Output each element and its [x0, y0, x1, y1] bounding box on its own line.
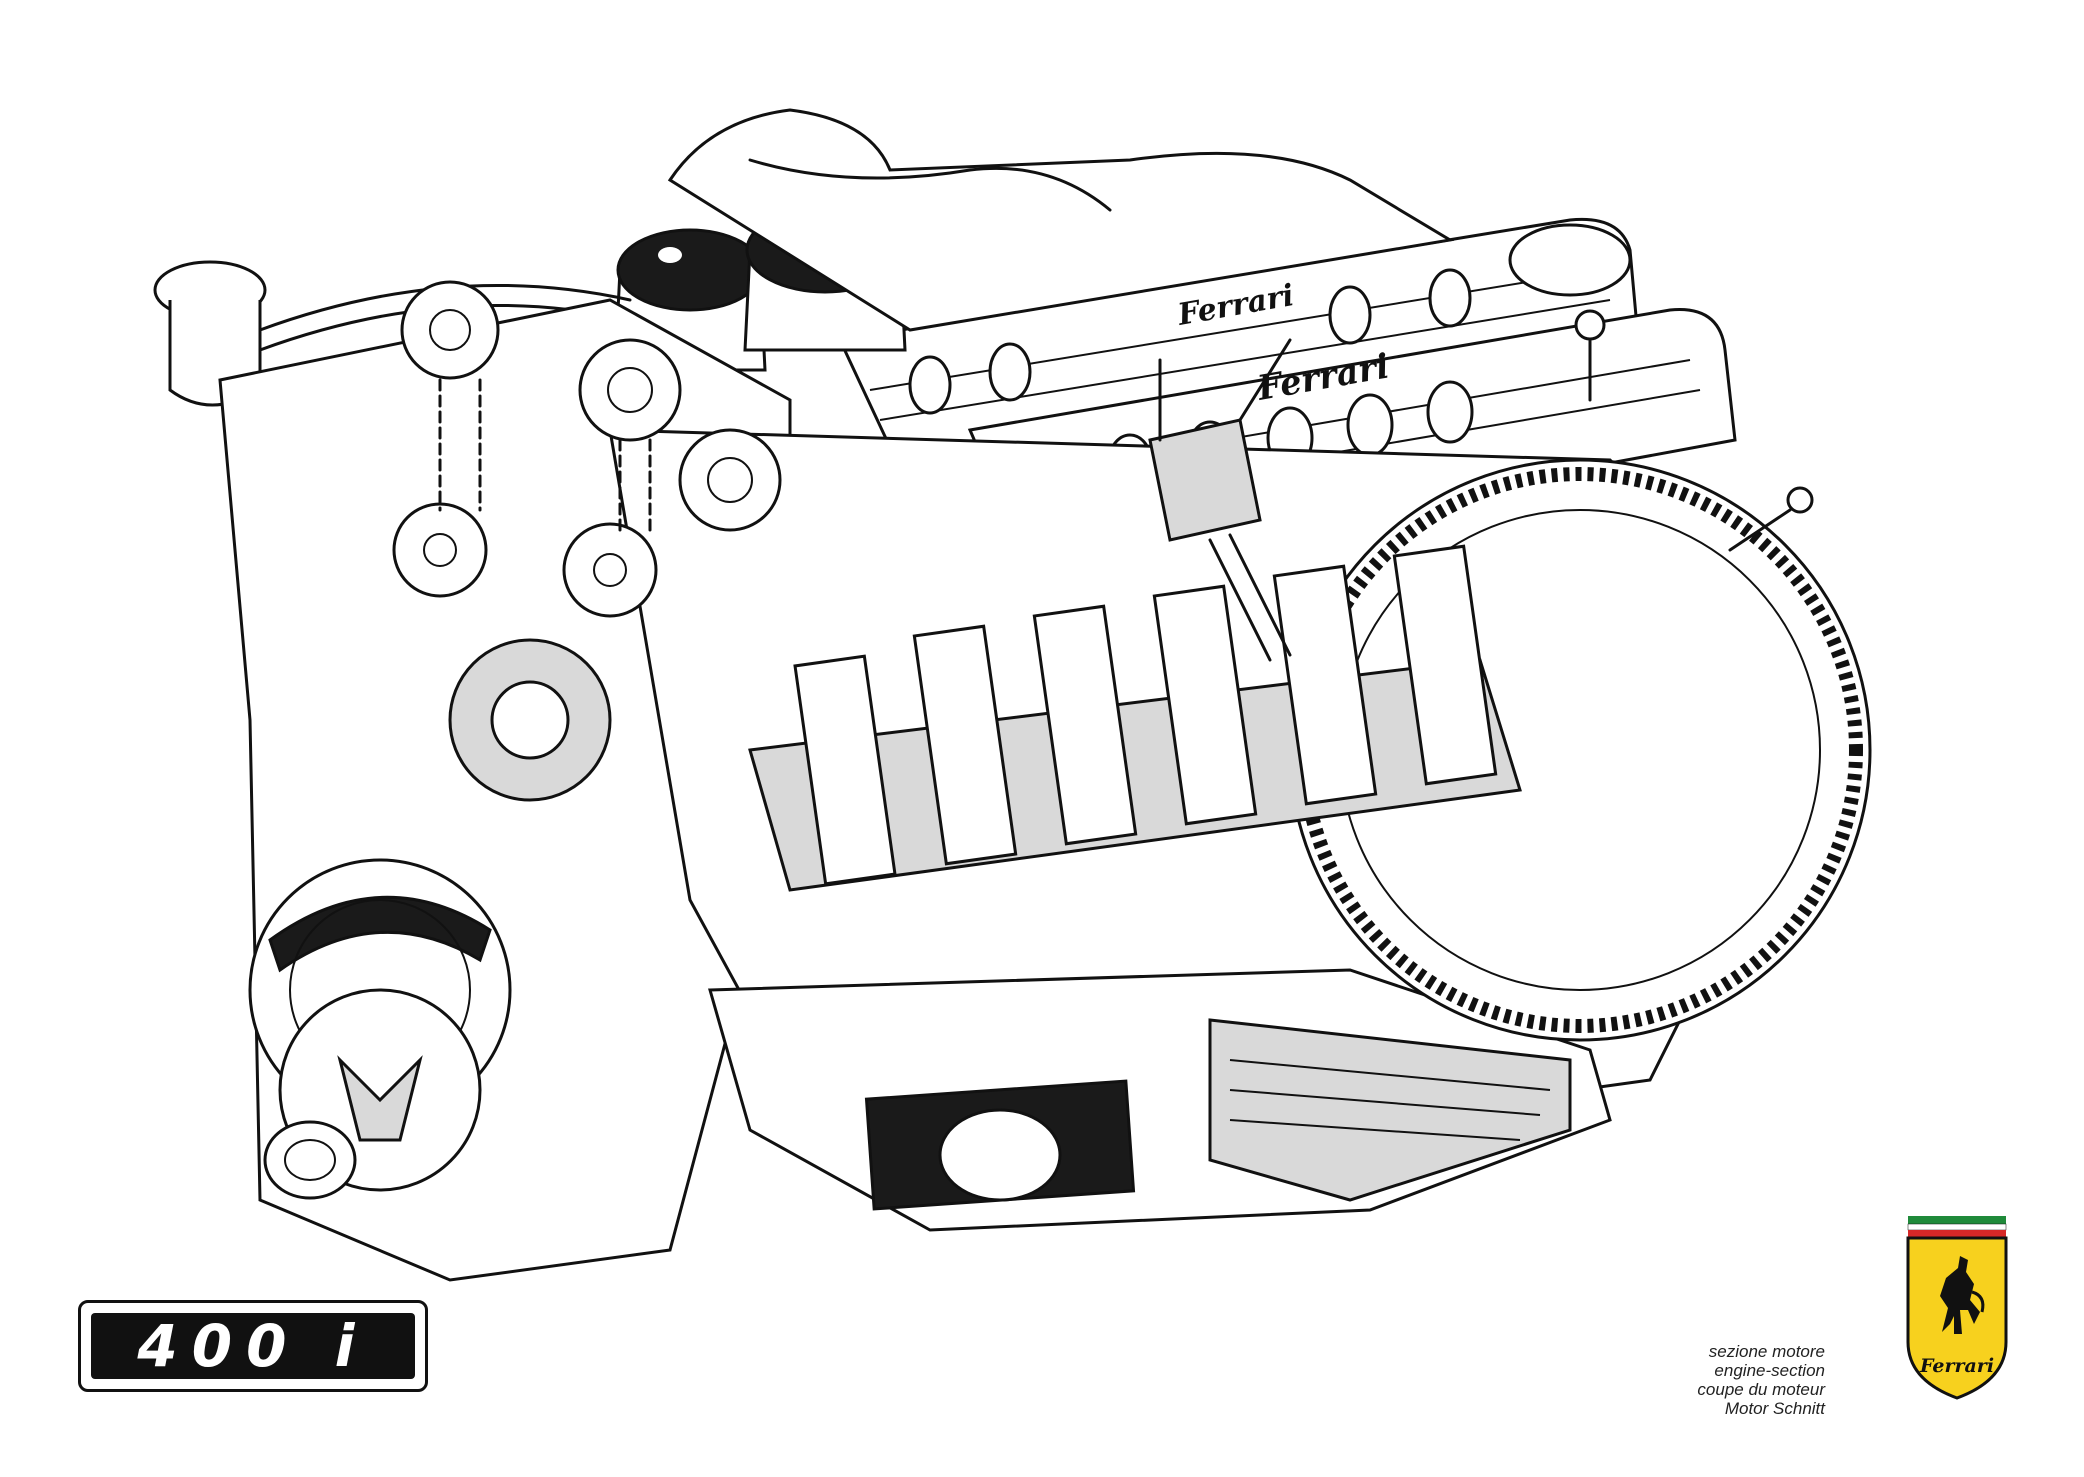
engine-drawing: Ferrari Ferrari	[153, 108, 1872, 1282]
prancing-horse-shield-icon: Ferrari	[1906, 1216, 2008, 1400]
logo-stripe-white	[1907, 1223, 2007, 1231]
intake-plenum	[667, 108, 1455, 332]
top-right-fittings	[1508, 223, 1814, 552]
piston-and-rod	[1148, 338, 1292, 662]
ferrari-shield-logo: Ferrari	[1902, 1212, 2012, 1402]
crankshaft	[748, 544, 1522, 892]
prancing-horse-icon	[1940, 1256, 1980, 1334]
logo-stripe-red	[1908, 1230, 2006, 1238]
model-badge-plate: 400 i	[91, 1313, 415, 1379]
timing-sprockets	[392, 280, 782, 802]
engine-cutaway-illustration: Ferrari Ferrari	[150, 100, 1950, 1300]
caption-line-italian: sezione motore	[1708, 1342, 1825, 1361]
logo-word: Ferrari	[1919, 1355, 1994, 1377]
caption-block: sezione motore engine-section coupe du m…	[1620, 1342, 1825, 1418]
caption-line-english: engine-section	[1714, 1361, 1825, 1380]
logo-stripe-green	[1908, 1216, 2006, 1224]
model-badge-text: 400 i	[137, 1312, 369, 1380]
caption-line-german: Motor Schnitt	[1724, 1399, 1825, 1418]
caption-line-french: coupe du moteur	[1697, 1380, 1825, 1399]
model-badge: 400 i	[78, 1300, 428, 1392]
front-pulley-assembly	[248, 858, 512, 1200]
